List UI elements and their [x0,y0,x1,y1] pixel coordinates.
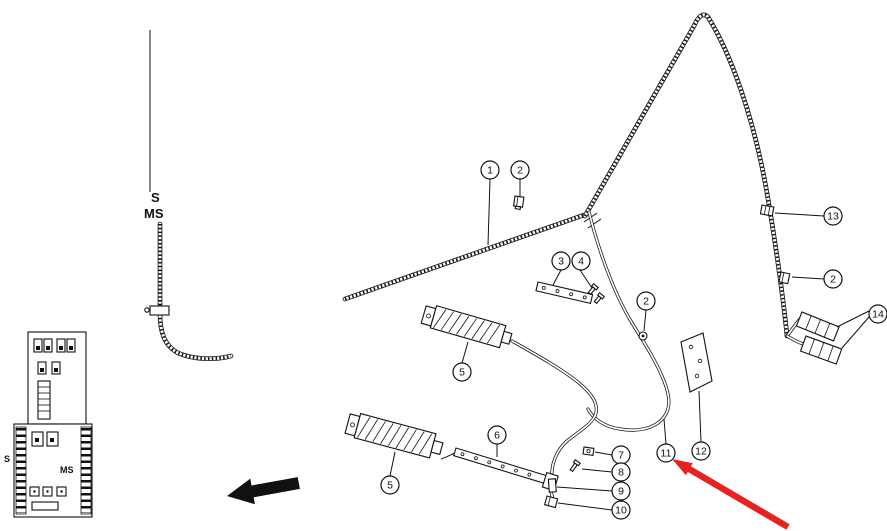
callout-5-lower[interactable]: 5 [380,475,400,495]
actuator-ribs [357,416,433,455]
grommet [638,331,648,341]
svg-text:4: 4 [578,256,584,268]
callout-10[interactable]: 10 [611,500,631,520]
callout-6[interactable]: 6 [487,425,507,445]
connector-inset-diagram: S MS [4,331,93,518]
screw [587,282,600,296]
label-ms-top: MS [144,206,164,221]
rail-holes [460,452,532,477]
svg-text:10: 10 [615,505,627,517]
cable-clamp [149,305,170,316]
clamp-screw [144,307,150,313]
svg-text:12: 12 [695,446,707,458]
sms-cable [144,224,231,359]
bracket-plate [535,281,594,305]
screw-small [569,459,581,473]
svg-text:2: 2 [830,274,836,286]
actuator-ribs [433,309,501,344]
callout-8[interactable]: 8 [611,462,631,482]
svg-text:3: 3 [558,256,564,268]
callout-9[interactable]: 9 [611,481,631,501]
callout-2c[interactable]: 2 [823,269,843,289]
wire-end-connector [543,495,559,509]
connector-plug-a [795,311,840,342]
svg-text:2: 2 [517,165,523,177]
relay-bracket-plate [680,332,713,393]
mounting-rail [452,447,559,492]
label-s-inset: S [4,454,10,464]
label-s-top: S [151,190,160,205]
screw-fasteners [587,282,606,305]
actuator-lower [344,412,444,459]
svg-text:8: 8 [618,467,624,479]
callout-4[interactable]: 4 [571,251,591,271]
svg-text:9: 9 [618,486,624,498]
callout-7[interactable]: 7 [611,445,631,465]
leader-lines [389,178,870,511]
svg-text:11: 11 [661,448,672,460]
svg-text:1: 1 [487,165,493,177]
cable-clip [512,195,525,210]
red-pointer-arrow [672,459,790,530]
svg-text:7: 7 [618,450,624,462]
connector-plug-b [799,335,843,365]
callout-13[interactable]: 13 [823,206,843,226]
direction-arrow [227,477,300,505]
bracket-holes [541,286,587,300]
clip-small [582,446,595,456]
main-harness-cable [345,15,787,336]
callout-5-upper[interactable]: 5 [452,362,472,382]
callout-3[interactable]: 3 [551,251,571,271]
cable-clip [759,204,775,217]
svg-text:5: 5 [459,367,465,379]
svg-text:5: 5 [387,480,393,492]
tape-wrap-mark [587,218,602,229]
wire-sleeve [547,478,557,493]
callout-1[interactable]: 1 [480,160,500,180]
svg-text:2: 2 [643,296,649,308]
callout-2[interactable]: 2 [510,160,530,180]
callout-11-highlighted[interactable]: 11 [656,443,676,463]
callout-14[interactable]: 14 [868,304,887,324]
svg-text:14: 14 [872,309,884,321]
callout-2b[interactable]: 2 [636,291,656,311]
cable-clip [778,271,791,285]
svg-text:13: 13 [827,211,839,223]
callout-12[interactable]: 12 [691,441,711,461]
branch-wire-right [586,210,671,432]
screw [593,291,606,305]
label-ms-inset: MS [60,465,74,475]
svg-text:6: 6 [494,430,500,442]
actuator-upper [420,305,513,349]
